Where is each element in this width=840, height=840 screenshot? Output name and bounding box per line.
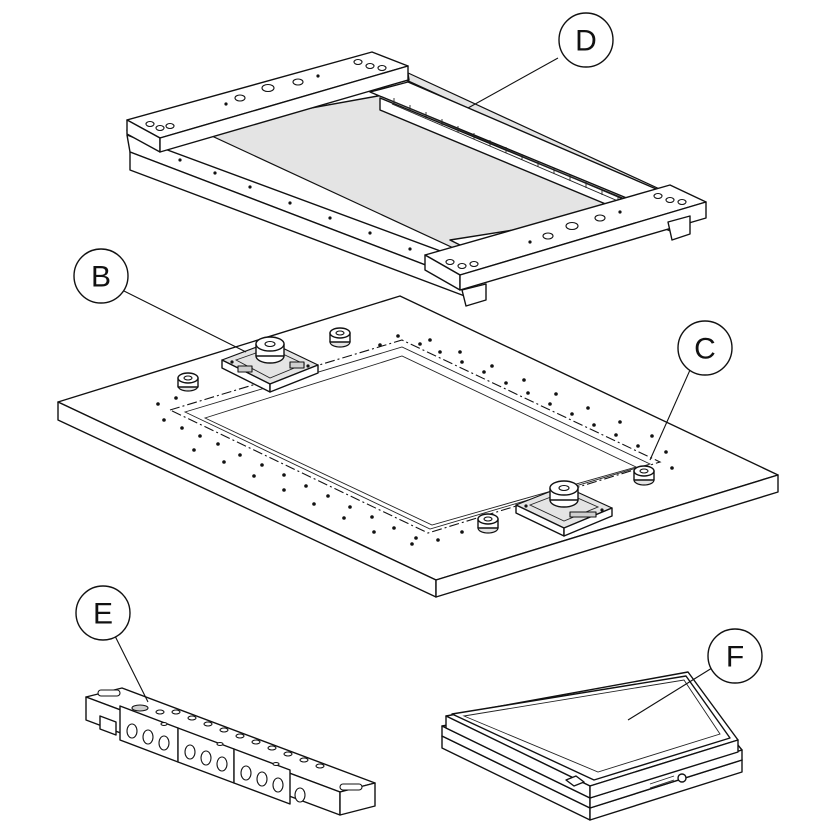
left-rail-screws [178, 158, 412, 251]
callout-f: F [627, 628, 763, 721]
callout-b-label: B [91, 261, 111, 294]
plate-hole-pattern [156, 334, 674, 546]
frame-part-d [126, 51, 707, 307]
rail-slot-row [389, 98, 661, 220]
rail-side-holes [126, 723, 306, 803]
clamping-rail-part-e [85, 687, 376, 816]
tray-stack-part-f [441, 671, 743, 821]
locating-pin [329, 327, 351, 348]
callout-e-label: E [93, 598, 113, 631]
callout-c: C [649, 320, 733, 461]
clamp-module-b [221, 336, 319, 393]
callout-b: B [73, 248, 247, 353]
callout-d: D [467, 12, 614, 109]
callout-f-label: F [726, 641, 744, 674]
locating-pin [633, 465, 655, 486]
bottom-bar-holes [445, 192, 687, 270]
rail-top-holes [97, 689, 363, 791]
locating-pin [177, 372, 199, 392]
clamp-module-second [515, 480, 613, 537]
callout-d-label: D [575, 25, 597, 58]
base-plate [57, 295, 779, 598]
locating-pin [477, 513, 499, 534]
top-bar-holes [145, 58, 387, 132]
callout-e: E [75, 585, 149, 703]
pocket-outline [168, 339, 662, 534]
callout-c-label: C [694, 333, 716, 366]
